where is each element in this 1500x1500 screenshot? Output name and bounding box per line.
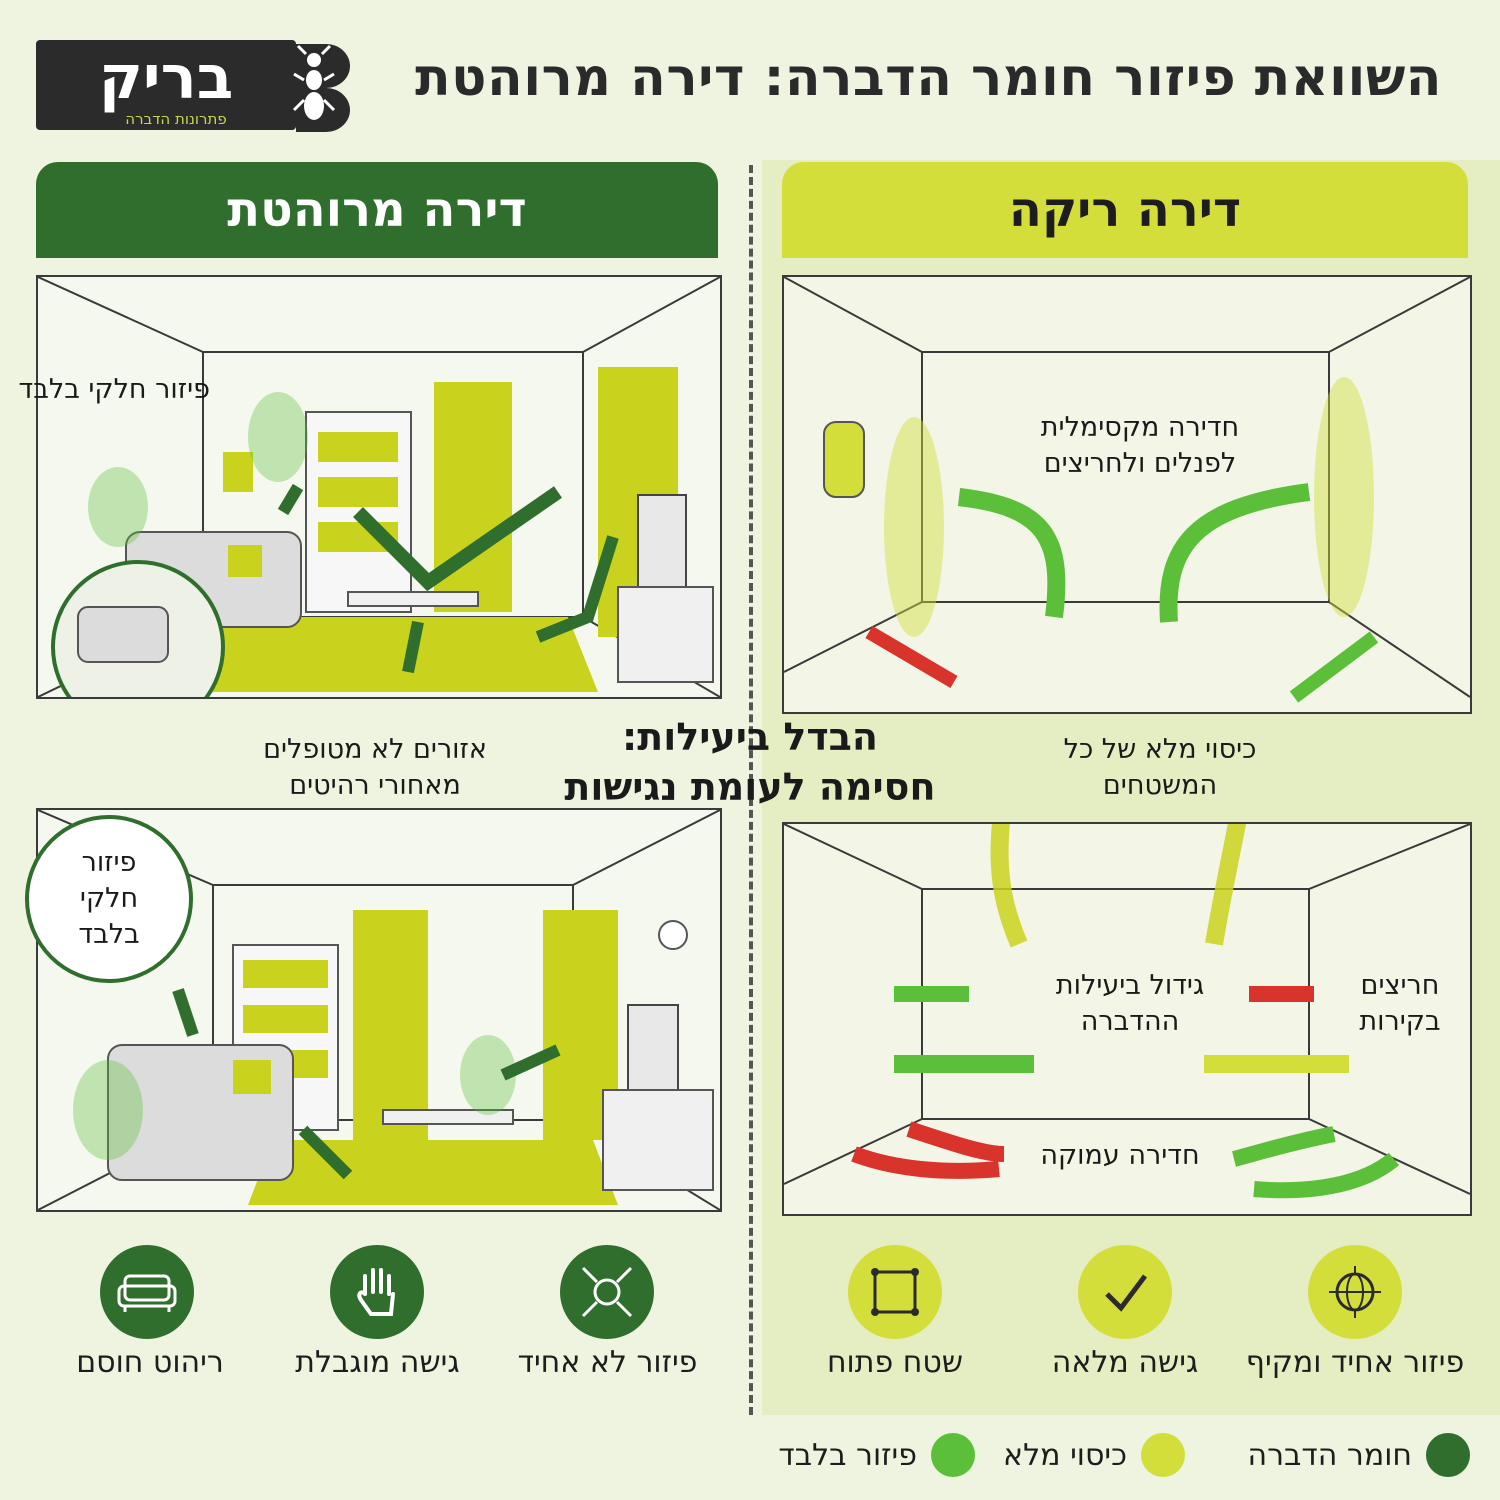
sofa-icon: [100, 1245, 194, 1339]
empty-room-bottom: [782, 732, 1472, 1216]
center-comparison-line1: הבדל ביעילות:: [622, 715, 878, 759]
logo-tagline: פתרונות הדברה: [125, 110, 227, 128]
legend-dot-full-coverage: [1141, 1433, 1185, 1477]
wall-cracks-label: חריצים בקירות: [1359, 970, 1441, 1037]
legend-label-pesticide: חומר הדברה: [1247, 1437, 1412, 1473]
center-divider: [749, 165, 753, 1415]
logo-name: בריק: [98, 43, 234, 113]
globe-icon: [1308, 1245, 1402, 1339]
page-title: השוואת פיזור חומר הדברה: דירה מרוהטת: [415, 48, 1442, 108]
check-icon: [1078, 1245, 1172, 1339]
furnished-room-top-illustration: [37, 276, 721, 734]
increased-efficacy-label: גידול ביעילות ההדברה: [1055, 970, 1205, 1037]
legend-item-spray-only: פיזור בלבד: [778, 1430, 975, 1480]
full-coverage-label: כיסוי מלא של כל המשטחים: [1063, 734, 1257, 801]
limited-access-label: גישה מוגבלת: [295, 1345, 460, 1380]
logo: בריק פתרונות הדברה: [36, 40, 350, 135]
hand-icon: [330, 1245, 424, 1339]
legend-dot-pesticide: [1426, 1433, 1470, 1477]
partial-spray-label-bottom: פיזור חלקי בלבד: [78, 847, 140, 950]
uniform-spread-label: פיזור אחיד ומקיף: [1245, 1345, 1465, 1380]
open-space-label: שטח פתוח: [826, 1345, 964, 1380]
blocking-furniture-label: ריהוט חוסם: [76, 1345, 224, 1380]
legend-label-full-coverage: כיסוי מלא: [1003, 1437, 1127, 1473]
empty-room-top-illustration: [783, 276, 1471, 703]
legend-label-spray-only: פיזור בלבד: [778, 1437, 917, 1473]
full-access-label: גישה מלאה: [1051, 1345, 1199, 1380]
furnished-room-bottom-illustration: [37, 809, 721, 1211]
legend-item-full-coverage: כיסוי מלא: [1003, 1430, 1185, 1480]
empty-header: דירה ריקה: [782, 162, 1468, 258]
untreated-areas-label: אזורים לא מטופלים מאחורי רהיטים: [263, 734, 487, 801]
legend-item-pesticide: חומר הדברה: [1248, 1430, 1470, 1480]
ant-icon: [292, 44, 350, 132]
furnished-header: דירה מרוהטת: [36, 162, 718, 258]
logo-box: [36, 40, 296, 130]
max-penetration-label: חדירה מקסימלית לפנלים ולחריצים: [1040, 412, 1240, 479]
scatter-icon: [560, 1245, 654, 1339]
open-space-icon: [848, 1245, 942, 1339]
deep-penetration-label: חדירה עמוקה: [1040, 1140, 1200, 1171]
uneven-spread-label: פיזור לא אחיד: [517, 1345, 698, 1380]
partial-spray-label-top: פיזור חלקי בלבד: [18, 374, 211, 405]
legend-dot-spray-only: [931, 1433, 975, 1477]
center-comparison-line2: חסימה לעומת נגישות: [564, 765, 936, 809]
empty-room-top: [782, 275, 1472, 714]
center-comparison: הבדל ביעילות: חסימה לעומת נגישות: [515, 712, 985, 812]
furnished-room-top: [36, 275, 722, 734]
partial-spray-callout: פיזור חלקי בלבד: [25, 815, 193, 983]
